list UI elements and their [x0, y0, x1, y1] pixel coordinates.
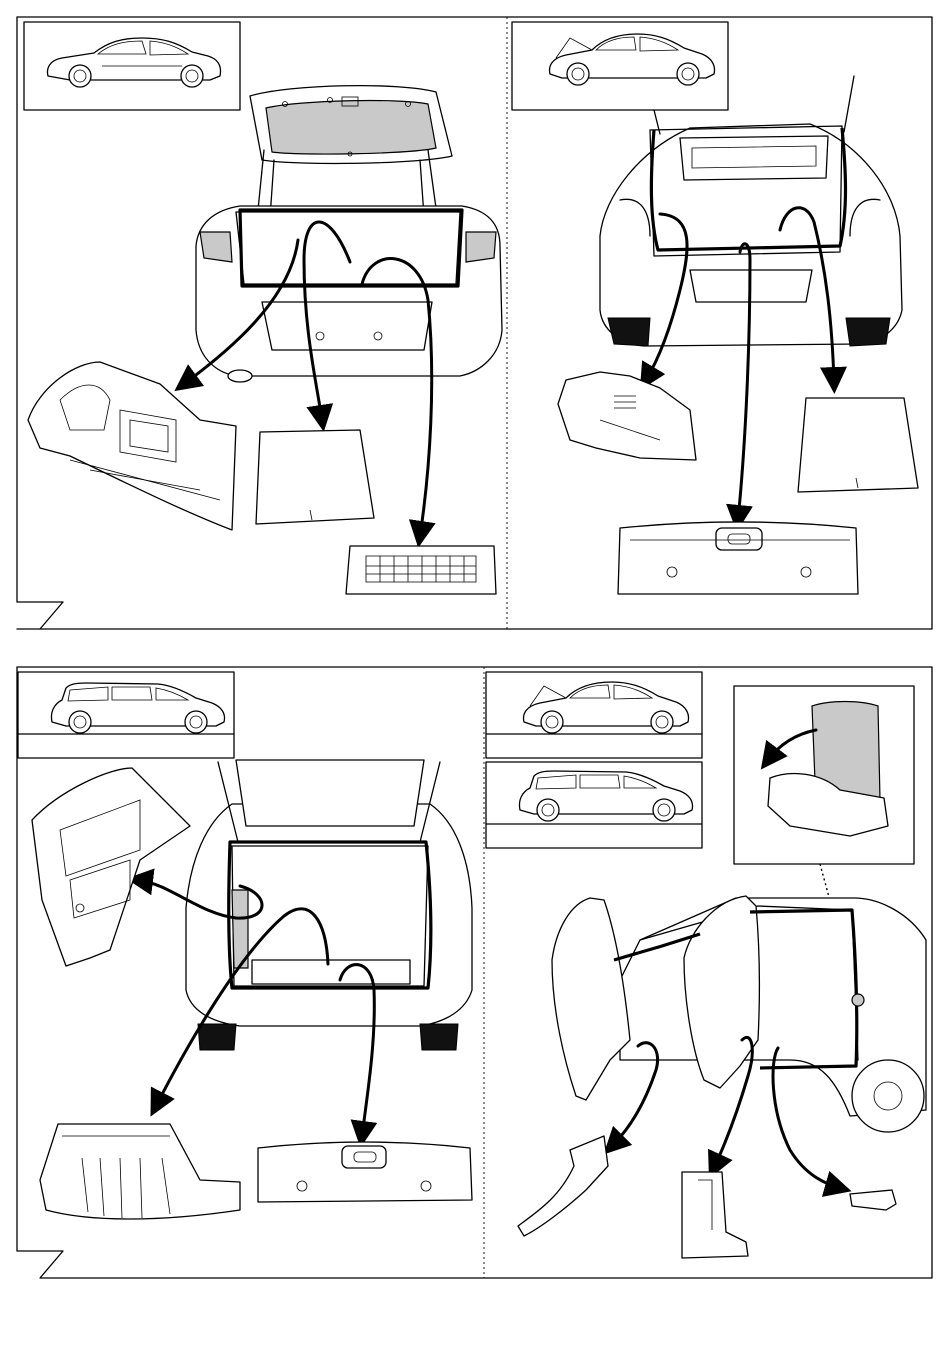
- fold-arrow: [768, 730, 816, 760]
- front-door-open: [552, 898, 630, 1100]
- trunk-floor-mat: [256, 430, 374, 524]
- rear-wheel: [852, 1060, 924, 1132]
- panel-estate-trunk: [18, 672, 472, 1219]
- rear-trim-clip: [850, 1190, 896, 1210]
- exhaust: [228, 370, 252, 382]
- left-tire: [198, 1024, 236, 1050]
- b-pillar-trim: [682, 1172, 748, 1258]
- left-taillight: [200, 232, 232, 262]
- front-sill-trim: [518, 1136, 608, 1236]
- trunk-floor-mat: [798, 398, 918, 492]
- estate-car-icon: [51, 683, 224, 733]
- left-tire: [608, 318, 650, 346]
- side-trim-panel: [32, 768, 190, 966]
- right-taillight: [466, 232, 496, 262]
- hatchback-car-icon: [550, 34, 715, 85]
- panel-door-seals: [486, 672, 926, 1258]
- trunk-lid-liner: [266, 101, 436, 155]
- panel-hatchback-trunk: [512, 22, 918, 594]
- sedan-car-icon: [48, 38, 221, 87]
- bottom-section: [17, 667, 932, 1278]
- side-trim-panel: [558, 372, 696, 460]
- right-tire: [846, 318, 890, 346]
- panel-sedan-trunk: [24, 22, 502, 594]
- sill-plate: [346, 546, 496, 594]
- cargo-floor-liner: [40, 1124, 240, 1219]
- right-tire: [420, 1024, 458, 1050]
- tailgate: [236, 760, 424, 826]
- fuel-flap: [852, 994, 864, 1006]
- hatchback-car-icon: [524, 682, 689, 733]
- top-section: [17, 17, 932, 629]
- parcel-shelf: [680, 136, 828, 180]
- estate-car-icon: [519, 771, 692, 821]
